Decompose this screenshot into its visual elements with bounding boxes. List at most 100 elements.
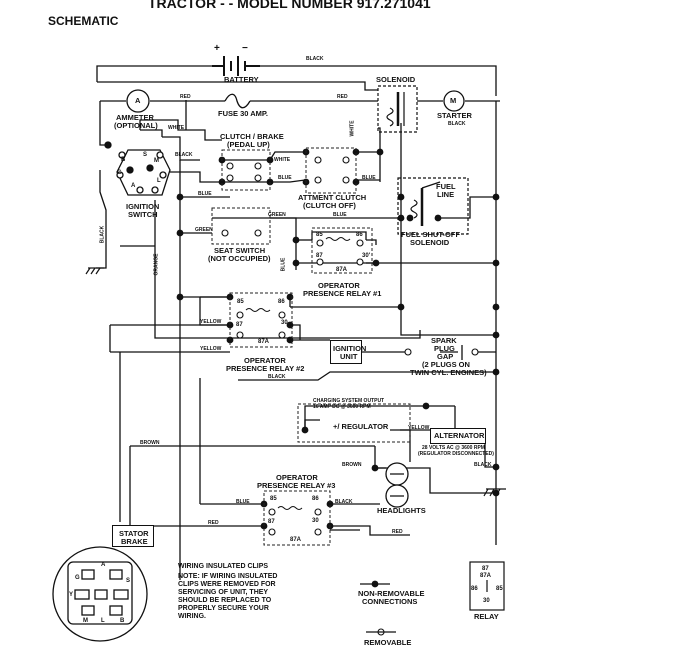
ignition-switch-label: IGNITION: [126, 202, 160, 211]
r2-pin-87a: 87A: [258, 339, 270, 345]
ign-term-l: L: [157, 178, 161, 184]
wire-green-1: GREEN: [268, 212, 286, 218]
seat-switch-box: [211, 207, 271, 245]
regulator-box: [297, 403, 411, 443]
solenoid-symbol: [377, 85, 418, 133]
page-title: TRACTOR - - MODEL NUMBER 917.271041: [148, 0, 431, 11]
fuse-label: FUSE 30 AMP.: [218, 109, 269, 118]
wire-white-1: WHITE: [168, 125, 185, 131]
r1-pin-87: 87: [316, 253, 323, 259]
wire-blue-4: BLUE: [333, 212, 347, 218]
relay-1-label: OPERATOR: [318, 281, 360, 290]
relay-2-box: [229, 292, 293, 348]
headlights-label: HEADLIGHTS: [377, 506, 426, 515]
conn-letter-a: A: [101, 562, 106, 568]
seat-switch-label: SEAT SWITCH: [214, 246, 266, 255]
wire-white-2: WHITE: [274, 157, 291, 163]
non-removable-label2: CONNECTIONS: [362, 597, 418, 606]
wiring-note-line-2: CLIPS WERE REMOVED FOR: [178, 581, 276, 588]
clutch-brake-label: CLUTCH / BRAKE: [220, 132, 284, 141]
conn-letter-l: L: [101, 618, 105, 624]
ammeter-optional-label: (OPTIONAL): [114, 121, 158, 130]
regulator-label: +/ REGULATOR: [333, 422, 389, 431]
wiring-note-line-4: SHOULD BE REPLACED TO: [178, 597, 272, 604]
wire-blue-1: BLUE: [278, 175, 292, 181]
starter-symbol: [443, 90, 465, 112]
relay-3-label2: PRESENCE RELAY #3: [257, 481, 336, 490]
fuel-line-label: FUEL: [436, 182, 456, 191]
alternator-label: ALTERNATOR: [434, 431, 485, 440]
wire-blue-6: BLUE: [236, 499, 250, 505]
r2-pin-85: 85: [237, 299, 244, 305]
wiring-note-line-3: SERVICING OF UNIT, THEY: [178, 589, 269, 596]
ign-term-g: G: [117, 170, 122, 176]
wire-brown-2: BROWN: [342, 462, 362, 468]
conn-letter-s: S: [126, 578, 131, 584]
starter-symbol-letter: M: [450, 96, 457, 105]
solenoid-label: SOLENOID: [376, 75, 416, 84]
conn-letter-g: G: [75, 575, 80, 581]
ground-symbols: [85, 267, 506, 497]
relay-legend-label: RELAY: [474, 612, 499, 621]
relay-2-label: OPERATOR: [244, 356, 286, 365]
wire-lines: [96, 65, 500, 580]
legend-pin-30: 30: [483, 598, 490, 604]
wire-black-r3: BLACK: [335, 499, 353, 505]
ignition-switch-label2: SWITCH: [128, 210, 158, 219]
charging-label2: 16 AMP DC @ 3600 RPM: [313, 404, 371, 410]
spark-plug-label2: PLUG: [434, 344, 455, 353]
conn-letter-y: Y: [69, 592, 74, 598]
legend-symbols: [360, 583, 396, 633]
r2-pin-86: 86: [278, 299, 285, 305]
clutch-brake-state: (PEDAL UP): [227, 140, 270, 149]
conn-letter-b: B: [120, 618, 125, 624]
schematic-heading: SCHEMATIC: [48, 14, 119, 28]
spark-plug-label4: (2 PLUGS ON: [422, 360, 470, 369]
wiring-clips-title: WIRING INSULATED CLIPS: [178, 563, 269, 570]
legend-pin-87: 87: [482, 566, 489, 572]
wire-orange: ORANGE: [153, 253, 160, 276]
r1-pin-30: 30': [362, 253, 371, 259]
relay-coils: [245, 237, 351, 510]
wire-yellow-2: YELLOW: [200, 346, 222, 352]
ign-term-a: A: [131, 183, 136, 189]
ign-term-b: B: [121, 157, 126, 163]
seat-switch-state: (NOT OCCUPIED): [208, 254, 271, 263]
wire-black-left: BLACK: [99, 225, 106, 244]
non-removable-label: NON-REMOVABLE: [358, 589, 425, 598]
wire-black-starter: BLACK: [448, 121, 466, 127]
battery-symbol: [212, 56, 260, 76]
wire-white-3: WHITE: [349, 120, 356, 137]
spark-plug-symbol: [440, 345, 463, 360]
r3-pin-87a: 87A: [290, 537, 302, 543]
r1-pin-87a: 87A: [336, 267, 348, 273]
ac-label: 28 VOLTS AC @ 3600 RPM: [422, 445, 485, 451]
ignition-unit-label2: UNIT: [340, 352, 358, 361]
relay-1-box: [311, 227, 373, 274]
fuse-symbol: [224, 93, 251, 109]
wiring-note-line-6: WIRING.: [178, 613, 206, 620]
removable-label: REMOVABLE: [364, 638, 412, 647]
relay-legend-drawing: [469, 561, 505, 611]
relay-2-label2: PRESENCE RELAY #2: [226, 364, 305, 373]
ac-label2: (REGULATOR DISCONNECTED): [418, 451, 494, 457]
ignition-connector-drawing: [52, 546, 148, 642]
ign-term-m: M: [154, 158, 159, 164]
ammeter-label: AMMETER: [116, 113, 154, 122]
charging-label: CHARGING SYSTEM OUTPUT: [313, 398, 385, 404]
legend-pin-86: 86: [471, 586, 478, 592]
wire-red-2: RED: [337, 94, 348, 100]
wire-red-3: RED: [208, 520, 219, 526]
fuel-shutoff-label: FUEL SHUT-OFF: [401, 230, 461, 239]
open-terminals: [221, 156, 479, 636]
legend-pin-85: 85: [496, 586, 503, 592]
r3-pin-87: 87: [268, 519, 275, 525]
attment-clutch-box: [305, 147, 357, 194]
r1-pin-86: 86: [356, 232, 363, 238]
wire-blue-5: BLUE: [280, 257, 287, 272]
battery-minus-label: −: [242, 43, 248, 54]
attment-clutch-label: ATTMENT CLUTCH: [298, 193, 367, 202]
spark-plug-label: SPARK: [431, 336, 457, 345]
r2-pin-87: 87: [236, 322, 243, 328]
